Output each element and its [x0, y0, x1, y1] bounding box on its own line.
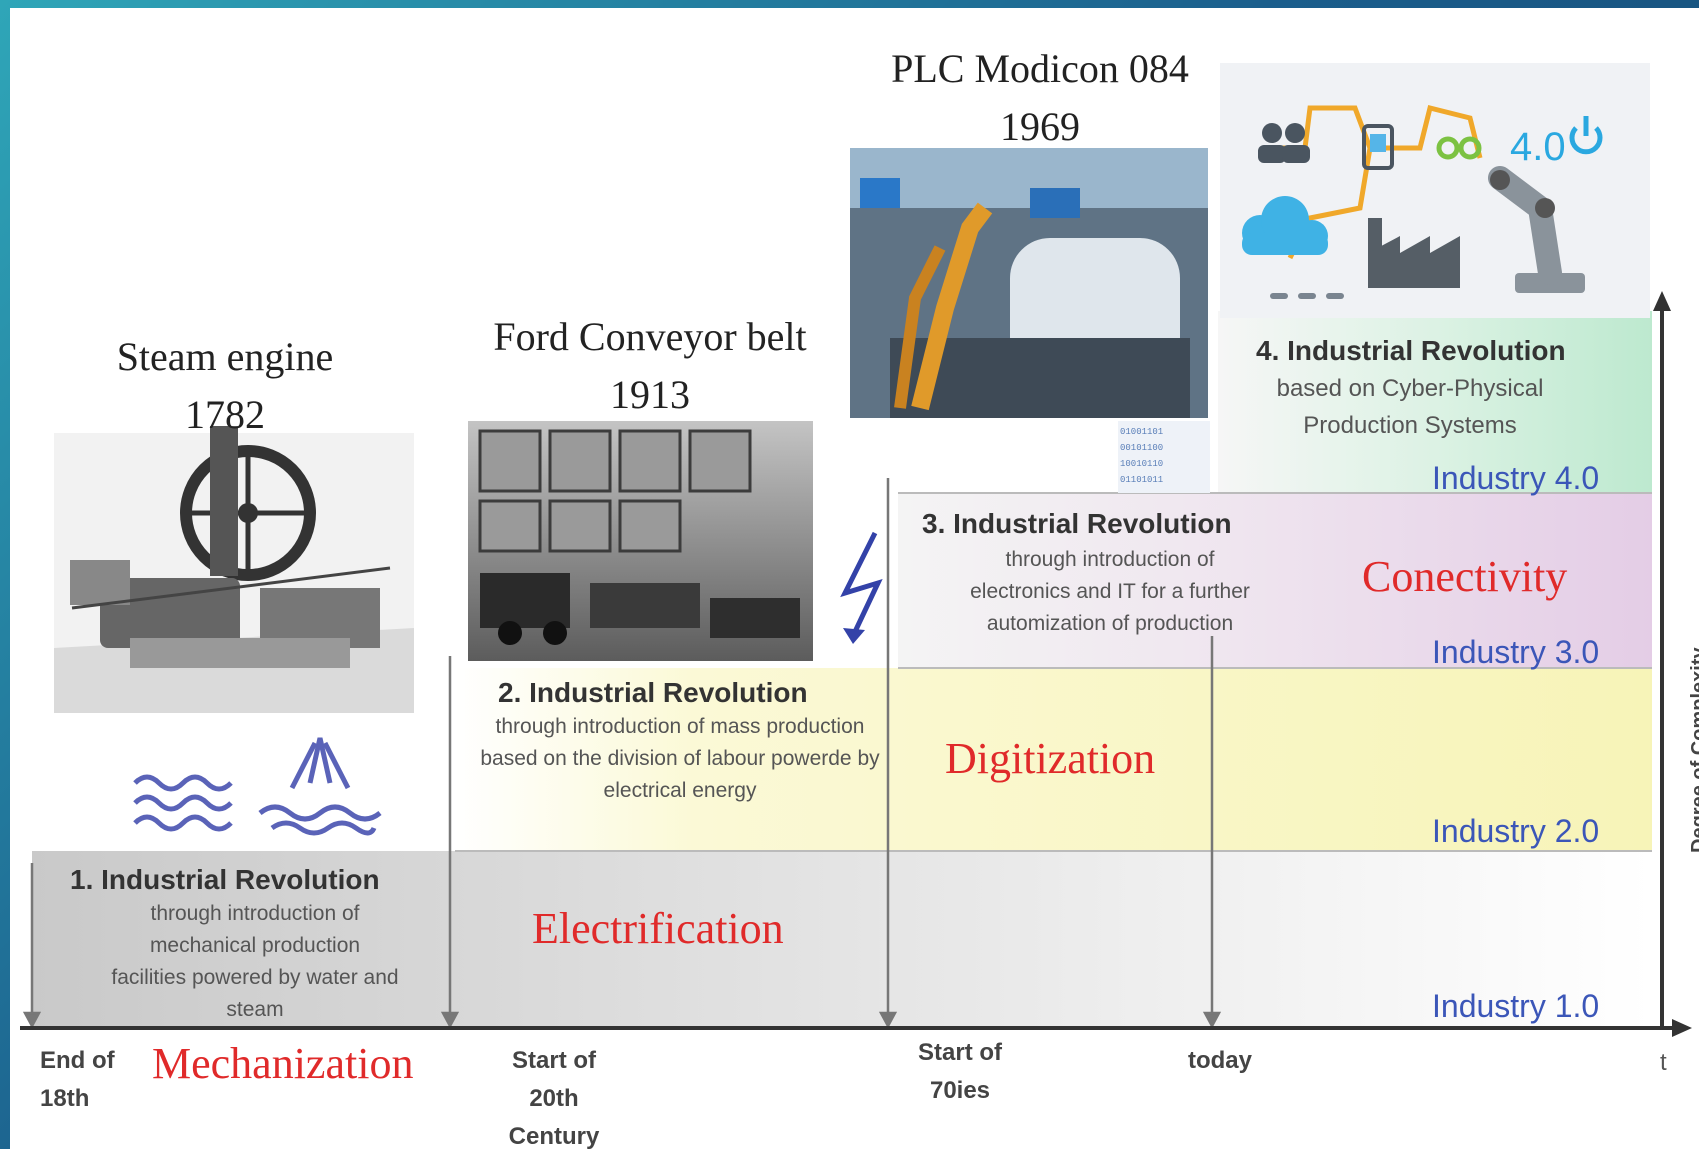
- revolution-2-heading: 2. Industrial Revolution: [498, 677, 808, 708]
- industry-level-3: Industry 3.0: [1432, 634, 1600, 670]
- binary-code-block: [1118, 421, 1210, 493]
- steam-engine-caption: Steam engine 1782: [70, 328, 380, 444]
- users-icon: [1258, 123, 1310, 163]
- tablet-icon: [1362, 124, 1394, 170]
- tick-line: Start of: [918, 1039, 1002, 1066]
- lightning-icon: [840, 531, 883, 644]
- band-industry-3: [898, 493, 1652, 668]
- revolution-3-heading: 3. Industrial Revolution: [922, 508, 1232, 539]
- plc-caption: PLC Modicon 084 1969: [850, 40, 1230, 156]
- industry-revolutions-diagram: 4.0 01001101: [10, 8, 1699, 1149]
- steam-engine-illustration: [54, 426, 414, 713]
- power-icon: [1569, 116, 1603, 155]
- tick-today: today: [1187, 1047, 1252, 1074]
- plc-factory-photo: [850, 148, 1208, 418]
- complexity-axis: [1653, 291, 1671, 1028]
- tick-line: 70ies: [929, 1077, 991, 1104]
- waves-icon: [133, 774, 233, 832]
- industry-4-illustration: 4.0: [1220, 63, 1650, 318]
- industry-level-2: Industry 2.0: [1432, 813, 1600, 849]
- ford-caption: Ford Conveyor belt 1913: [450, 308, 850, 424]
- industry-level-4: Industry 4.0: [1432, 460, 1600, 496]
- revolution-2-description: through introduction of mass production …: [480, 715, 880, 802]
- y-axis-label: Degree of Complexity: [1688, 647, 1699, 853]
- binary-lines: 01001101 00101100 10010110 01101011: [1120, 424, 1163, 488]
- concept-mechanization: Mechanization: [152, 1039, 414, 1088]
- timeline-markers: [22, 478, 1222, 1029]
- ford-year: 1913: [610, 372, 690, 417]
- tick-line: Century: [508, 1123, 600, 1149]
- tick-line: 20th: [529, 1085, 579, 1112]
- revolution-1-description: through introduction of mechanical produ…: [111, 902, 399, 1021]
- steam-engine-year: 1782: [185, 392, 265, 437]
- cloud-icon: [1242, 196, 1328, 255]
- revolution-4-description: based on Cyber-Physical Production Syste…: [1276, 375, 1544, 439]
- binary-line: 01101011: [1120, 475, 1164, 485]
- tick-start-70ies: Start of 70ies: [895, 1034, 1025, 1110]
- factory-icon: [1368, 218, 1460, 288]
- robot-arm-icon: [1488, 166, 1585, 293]
- gears-icon: [1436, 136, 1482, 160]
- tick-start-20th: Start of 20th Century: [484, 1042, 624, 1149]
- band-industry-1: [32, 851, 1652, 1026]
- badge-4-0: 4.0: [1510, 125, 1566, 169]
- concept-connectivity: Conectivity: [1362, 552, 1568, 601]
- binary-line: 00101100: [1120, 443, 1164, 453]
- tick-end-18th: End of 18th: [40, 1042, 115, 1118]
- time-axis: [20, 1019, 1692, 1037]
- plc-year: 1969: [1000, 104, 1080, 149]
- diagram-graphics: 4.0: [20, 63, 1692, 1037]
- revolution-1-heading: 1. Industrial Revolution: [70, 864, 380, 895]
- binary-line: 10010110: [1120, 459, 1164, 469]
- axis-label-t: t: [1660, 1049, 1667, 1076]
- plc-name: PLC Modicon 084: [891, 46, 1189, 91]
- concept-digitization: Digitization: [945, 734, 1156, 783]
- ford-name: Ford Conveyor belt: [493, 314, 807, 359]
- tick-line: Start of: [512, 1047, 596, 1074]
- band-industry-2: [455, 668, 1652, 851]
- tick-line: End of: [40, 1047, 115, 1074]
- concept-electrification: Electrification: [532, 904, 784, 953]
- industry-level-1: Industry 1.0: [1432, 988, 1600, 1024]
- revolution-4-heading: 4. Industrial Revolution: [1256, 335, 1566, 366]
- steam-fountain-icon: [258, 737, 382, 836]
- tick-line: 18th: [40, 1085, 90, 1112]
- binary-line: 01001101: [1120, 427, 1164, 437]
- band-industry-4: [1218, 311, 1652, 493]
- revolution-3-description: through introduction of electronics and …: [970, 548, 1250, 635]
- ford-conveyor-photo: [468, 421, 813, 661]
- steam-engine-name: Steam engine: [116, 334, 334, 379]
